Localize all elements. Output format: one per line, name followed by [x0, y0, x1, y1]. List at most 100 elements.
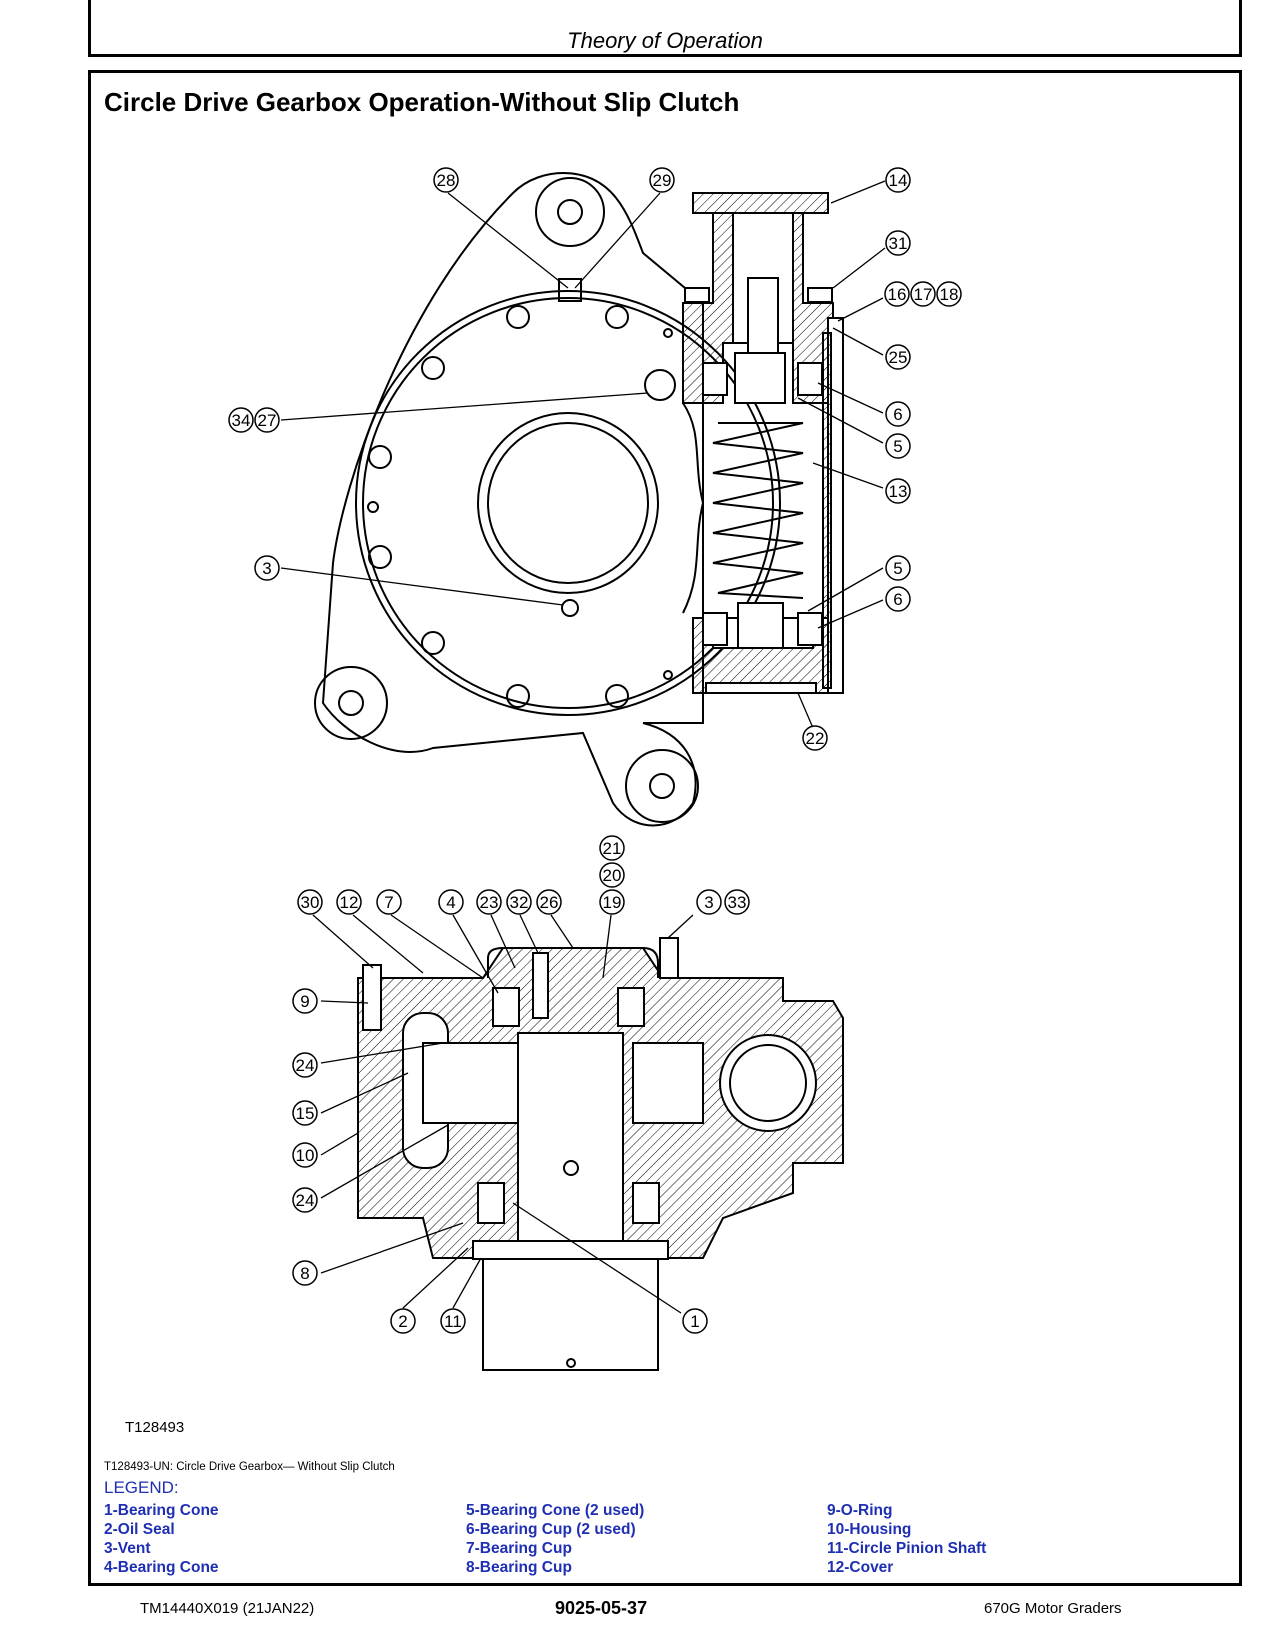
svg-text:26: 26: [540, 893, 559, 912]
svg-text:5: 5: [893, 559, 902, 578]
footer-page-number: 9025-05-37: [555, 1598, 648, 1618]
leader-lines: [280, 180, 886, 1314]
svg-text:6: 6: [893, 590, 902, 609]
callout-22: 22: [802, 725, 828, 751]
svg-text:31: 31: [889, 234, 908, 253]
callout-1: 1: [682, 1308, 708, 1334]
legend-item: 3-Vent: [104, 1540, 151, 1557]
legend-column-3: 9-O-Ring 10-Housing 11-Circle Pinion Sha…: [827, 1501, 986, 1577]
svg-text:21: 21: [603, 839, 622, 858]
svg-text:3: 3: [262, 559, 271, 578]
legend-column-1: 1-Bearing Cone 2-Oil Seal 3-Vent 4-Beari…: [104, 1501, 219, 1577]
callout-34: 34: [228, 407, 254, 433]
callout-20: 20: [599, 862, 625, 888]
callout-17: 17: [910, 281, 936, 307]
svg-text:1: 1: [690, 1312, 699, 1331]
svg-text:19: 19: [603, 893, 622, 912]
legend-item: 11-Circle Pinion Shaft: [827, 1540, 987, 1557]
worm-housing: [682, 192, 844, 694]
callout-6b: 6: [885, 586, 911, 612]
callout-9: 9: [292, 988, 318, 1014]
callout-25: 25: [885, 344, 911, 370]
svg-text:34: 34: [232, 411, 251, 430]
callout-32: 32: [506, 889, 532, 915]
svg-text:3: 3: [704, 893, 713, 912]
legend-item: 9-O-Ring: [827, 1502, 893, 1519]
callout-5b: 5: [885, 555, 911, 581]
callout-6a: 6: [885, 401, 911, 427]
callout-19: 19: [599, 889, 625, 915]
footer-product: 670G Motor Graders: [984, 1600, 1122, 1617]
callout-18: 18: [936, 281, 962, 307]
figure-id: T128493: [125, 1419, 185, 1436]
callout-33: 33: [724, 889, 750, 915]
footer-doc-id: TM14440X019 (21JAN22): [140, 1600, 315, 1617]
legend-item: 2-Oil Seal: [104, 1521, 175, 1538]
callout-3a: 3: [254, 555, 280, 581]
legend-item: 12-Cover: [827, 1559, 894, 1576]
svg-text:15: 15: [296, 1104, 315, 1123]
svg-text:13: 13: [889, 482, 908, 501]
svg-text:25: 25: [889, 348, 908, 367]
svg-text:16: 16: [888, 285, 907, 304]
figure-caption: T128493-UN: Circle Drive Gearbox— Withou…: [104, 1461, 395, 1473]
svg-text:12: 12: [340, 893, 359, 912]
svg-text:2: 2: [398, 1312, 407, 1331]
callouts: 28 29 14 31 16 17 18 25 6 5 13 5 6 22 34…: [228, 167, 962, 1334]
callout-26: 26: [536, 889, 562, 915]
svg-text:20: 20: [603, 866, 622, 885]
callout-16: 16: [884, 281, 910, 307]
legend-item: 1-Bearing Cone: [104, 1502, 219, 1519]
callout-24b: 24: [292, 1187, 318, 1213]
svg-text:17: 17: [914, 285, 933, 304]
callout-11: 11: [440, 1308, 466, 1334]
callout-7: 7: [376, 889, 402, 915]
page-header: Theory of Operation: [88, 0, 1242, 57]
svg-text:5: 5: [893, 437, 902, 456]
svg-text:18: 18: [940, 285, 959, 304]
callout-27: 27: [254, 407, 280, 433]
legend-item: 6-Bearing Cup (2 used): [466, 1521, 636, 1538]
callout-13: 13: [885, 478, 911, 504]
svg-text:32: 32: [510, 893, 529, 912]
callout-4: 4: [438, 889, 464, 915]
callout-30: 30: [297, 889, 323, 915]
callout-5a: 5: [885, 433, 911, 459]
svg-text:29: 29: [653, 171, 672, 190]
callout-14: 14: [885, 167, 911, 193]
callout-8: 8: [292, 1260, 318, 1286]
callout-24a: 24: [292, 1052, 318, 1078]
svg-text:23: 23: [480, 893, 499, 912]
callout-29: 29: [649, 167, 675, 193]
svg-text:30: 30: [301, 893, 320, 912]
callout-31: 31: [885, 230, 911, 256]
legend-item: 10-Housing: [827, 1521, 912, 1538]
bottom-view: [357, 937, 844, 1371]
legend-title: LEGEND:: [104, 1478, 179, 1497]
callout-15: 15: [292, 1100, 318, 1126]
svg-text:6: 6: [893, 405, 902, 424]
callout-12: 12: [336, 889, 362, 915]
legend-item: 4-Bearing Cone: [104, 1559, 219, 1576]
svg-text:24: 24: [296, 1191, 315, 1210]
top-view: [314, 171, 781, 827]
svg-text:33: 33: [728, 893, 747, 912]
legend-item: 8-Bearing Cup: [466, 1559, 572, 1576]
legend-item: 5-Bearing Cone (2 used): [466, 1502, 645, 1519]
legend-column-2: 5-Bearing Cone (2 used) 6-Bearing Cup (2…: [466, 1501, 644, 1577]
svg-text:28: 28: [437, 171, 456, 190]
legend-item: 7-Bearing Cup: [466, 1540, 572, 1557]
svg-text:11: 11: [444, 1312, 462, 1331]
header-title: Theory of Operation: [567, 28, 763, 53]
svg-text:8: 8: [300, 1264, 309, 1283]
svg-text:10: 10: [296, 1146, 315, 1165]
svg-text:24: 24: [296, 1056, 315, 1075]
callout-10: 10: [292, 1142, 318, 1168]
svg-text:14: 14: [889, 171, 908, 190]
svg-text:9: 9: [300, 992, 309, 1011]
callout-2: 2: [390, 1308, 416, 1334]
svg-text:7: 7: [384, 893, 393, 912]
callout-23: 23: [476, 889, 502, 915]
callout-28: 28: [433, 167, 459, 193]
section-title: Circle Drive Gearbox Operation-Without S…: [104, 87, 740, 117]
